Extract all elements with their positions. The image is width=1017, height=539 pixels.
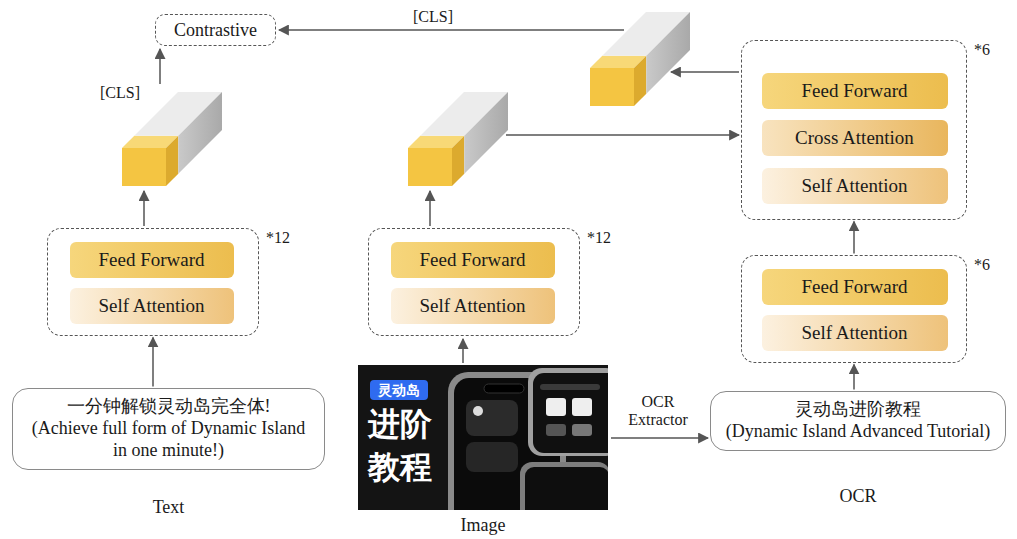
layer-box: Feed Forward (391, 242, 555, 278)
node-text: Cross Attention (795, 127, 914, 149)
image-encoder: *12Feed ForwardSelf Attention (368, 228, 580, 336)
caption: Text (13, 497, 324, 519)
node-text: Feed Forward (801, 80, 907, 102)
text-encoder: *12Feed ForwardSelf Attention (47, 228, 259, 336)
caption: Image (438, 515, 528, 536)
phone-screen (533, 373, 608, 453)
layer-box: Self Attention (762, 168, 948, 204)
phone-body (528, 368, 608, 456)
widget (466, 400, 518, 436)
node-text: Feed Forward (419, 249, 525, 271)
layer-box: Self Attention (391, 288, 555, 324)
token-side (646, 12, 690, 94)
arrow-label: OCR Extractor (620, 393, 696, 430)
token-label: [CLS] (400, 8, 466, 26)
widget-icon (473, 406, 483, 416)
token-side (464, 92, 508, 174)
widget (572, 424, 592, 436)
phone-screen (525, 467, 608, 510)
widget (466, 442, 518, 472)
layer-box: Feed Forward (762, 269, 948, 305)
token-label: [CLS] (92, 84, 148, 102)
cross-input-arrow (506, 134, 739, 136)
layer-box: Self Attention (70, 288, 234, 324)
thumbnail-image (358, 365, 608, 510)
node-text: Feed Forward (801, 276, 907, 298)
image-title: 进阶 (368, 406, 438, 443)
node-text: 灵动岛进阶教程 (795, 399, 921, 421)
fusion-encoder: *6Feed ForwardCross AttentionSelf Attent… (741, 40, 967, 220)
image-title: 教程 (368, 449, 438, 486)
token-side (452, 136, 464, 186)
layer-count: *12 (587, 229, 611, 247)
input-box: 一分钟解锁灵动岛完全体!(Achieve full form of Dynami… (12, 388, 325, 470)
token-bar (408, 92, 508, 186)
node-text: (Achieve full form of Dynamic Island in … (27, 418, 310, 462)
layer-count: *6 (974, 256, 990, 274)
layer-box: Cross Attention (762, 120, 948, 156)
flow-arrow (152, 338, 154, 387)
output-arrow (429, 191, 431, 226)
node-text: Self Attention (801, 175, 907, 197)
cls-arrow (159, 49, 161, 84)
token-bar (590, 12, 690, 106)
status-bar (540, 384, 600, 390)
node-text: Self Attention (801, 322, 907, 344)
token-front (122, 148, 166, 186)
clock-tile (546, 398, 566, 416)
token-side (166, 136, 178, 186)
flow-arrow (853, 222, 855, 254)
ocr-arrow (611, 437, 708, 439)
flow-arrow (853, 365, 855, 390)
token-bar (122, 92, 222, 186)
token-front (408, 148, 452, 186)
node-text: Feed Forward (98, 249, 204, 271)
ocr-encoder: *6Feed ForwardSelf Attention (741, 255, 967, 363)
layer-box: Feed Forward (70, 242, 234, 278)
layer-box: Feed Forward (762, 73, 948, 109)
token-side (178, 92, 222, 174)
node-text: Self Attention (419, 295, 525, 317)
phone-body (520, 462, 608, 510)
layer-count: *6 (974, 41, 990, 59)
image-badge: 灵动岛 (370, 380, 428, 400)
token-front (590, 68, 634, 106)
node-text: Self Attention (98, 295, 204, 317)
input-arrow (462, 339, 464, 363)
output-arrow (143, 191, 145, 226)
token-side (634, 56, 646, 106)
node-text: 一分钟解锁灵动岛完全体! (67, 396, 271, 418)
node-text: (Dynamic Island Advanced Tutorial) (726, 421, 990, 443)
input-box: 灵动岛进阶教程(Dynamic Island Advanced Tutorial… (710, 391, 1006, 451)
widget (546, 424, 566, 436)
output-arrow (671, 71, 739, 73)
layer-box: Self Attention (762, 315, 948, 351)
cls-arrow (279, 29, 624, 31)
clock-tile (572, 398, 592, 416)
layer-count: *12 (266, 229, 290, 247)
caption: OCR (711, 486, 1005, 508)
dynamic-island (484, 384, 524, 393)
loss-box: Contrastive (155, 14, 276, 46)
node-text: Contrastive (174, 20, 257, 41)
